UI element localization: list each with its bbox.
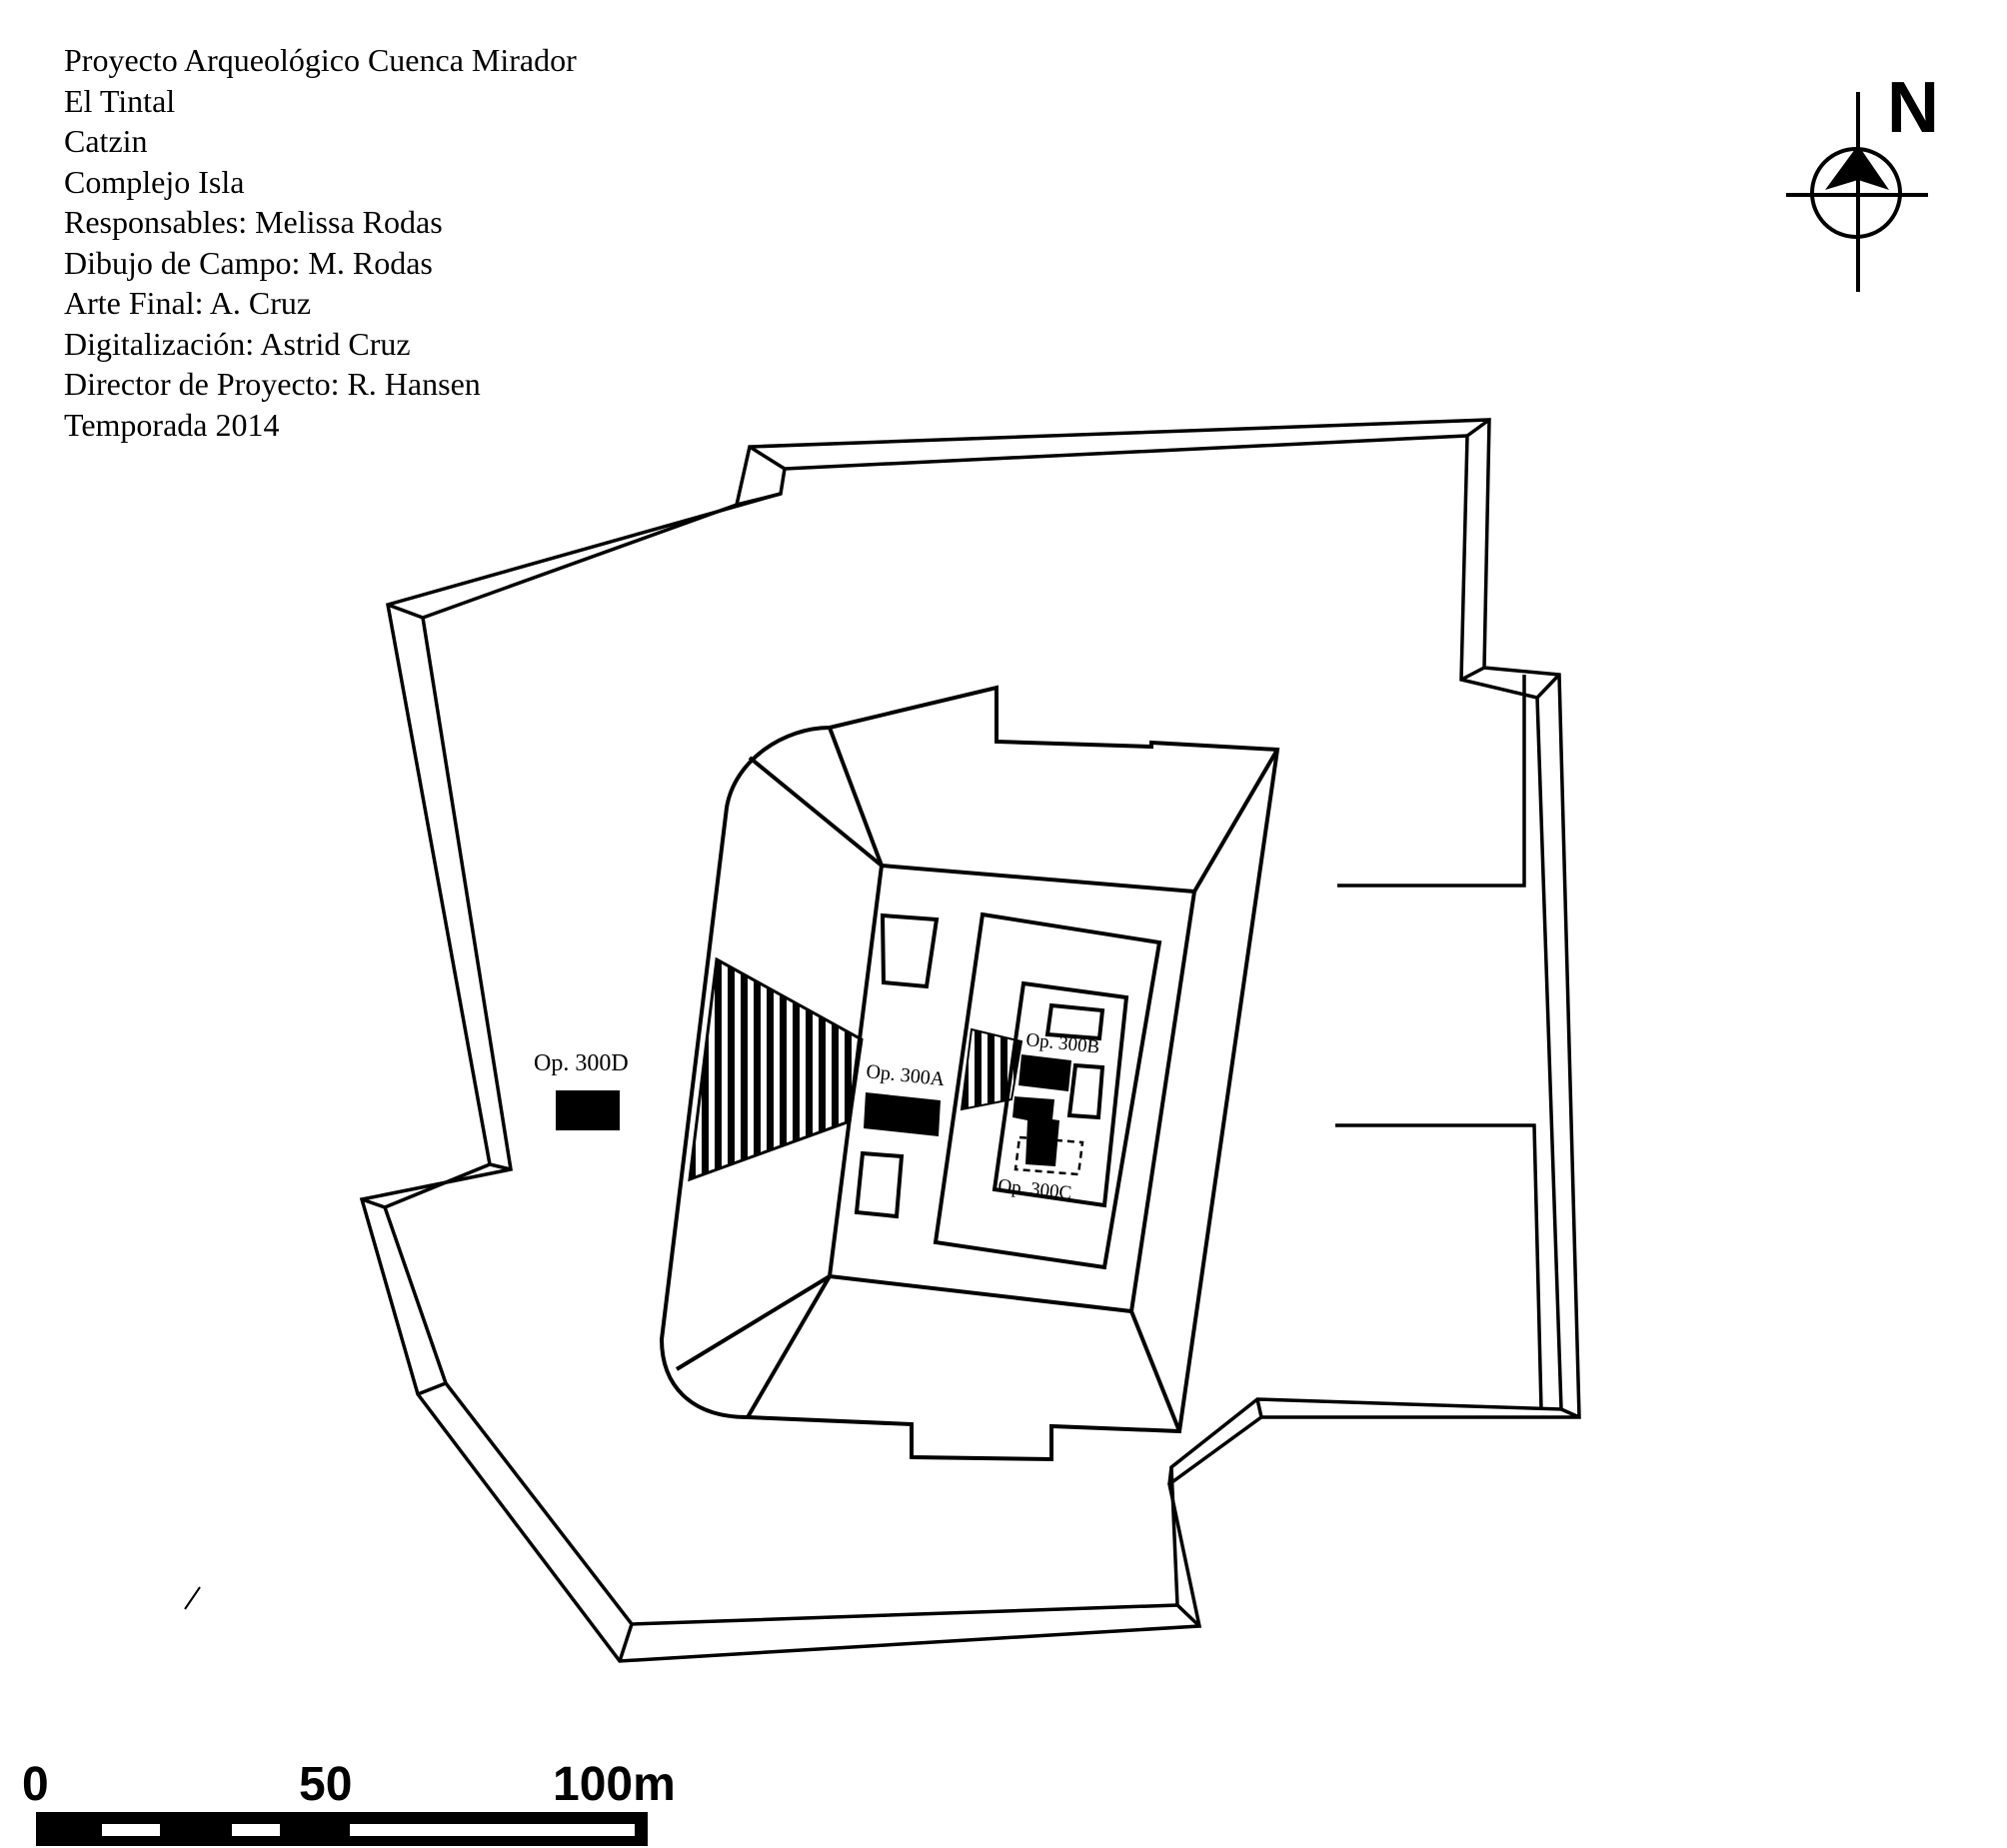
op-300b-label: Op. 300B: [1024, 1029, 1100, 1058]
op-300b-unit: [1018, 1054, 1071, 1091]
responsables-credit: Responsables: Melissa Rodas: [64, 204, 443, 240]
scale-label-100: 100m: [553, 1758, 676, 1811]
final-art-credit: Arte Final: A. Cruz: [64, 285, 312, 321]
excavation-units: [556, 1054, 1071, 1166]
scale-bar: 0 50 100m: [22, 1758, 676, 1846]
north-arrow-icon: N: [1786, 68, 1939, 292]
complex-name: Complejo Isla: [64, 163, 245, 200]
field-drawing-credit: Dibujo de Campo: M. Rodas: [64, 244, 433, 281]
west-stairway-hatch: [688, 956, 864, 1182]
op-300c-label: Op. 300C: [997, 1175, 1072, 1204]
central-platform: [659, 685, 1280, 1462]
outer-enclosure-wall: [359, 418, 1581, 1663]
map-credits: Proyecto Arqueológico Cuenca Mirador El …: [64, 40, 577, 445]
op-300c-unit: [1012, 1096, 1059, 1166]
stray-mark: [184, 1586, 201, 1610]
op-300a-unit: [864, 1092, 941, 1136]
project-name: Proyecto Arqueológico Cuenca Mirador: [64, 42, 577, 78]
east-wall-stubs: [1335, 675, 1543, 1410]
op-300d-unit: [556, 1090, 620, 1130]
op-300a-label: Op. 300A: [865, 1060, 946, 1090]
director-credit: Director de Proyecto: R. Hansen: [64, 366, 481, 402]
north-letter: N: [1887, 68, 1939, 148]
inner-stairway-hatch: [960, 1027, 1023, 1111]
op-300c-dashed-outline: [1013, 1135, 1084, 1176]
site-name: El Tintal: [64, 82, 176, 119]
season-credit: Temporada 2014: [64, 406, 280, 443]
group-name: Catzin: [64, 123, 148, 159]
scale-label-0: 0: [22, 1758, 49, 1811]
inner-structures: [854, 912, 1162, 1270]
digitization-credit: Digitalización: Astrid Cruz: [64, 325, 411, 362]
scale-label-50: 50: [299, 1758, 352, 1811]
op-300d-label: Op. 300D: [534, 1050, 629, 1076]
